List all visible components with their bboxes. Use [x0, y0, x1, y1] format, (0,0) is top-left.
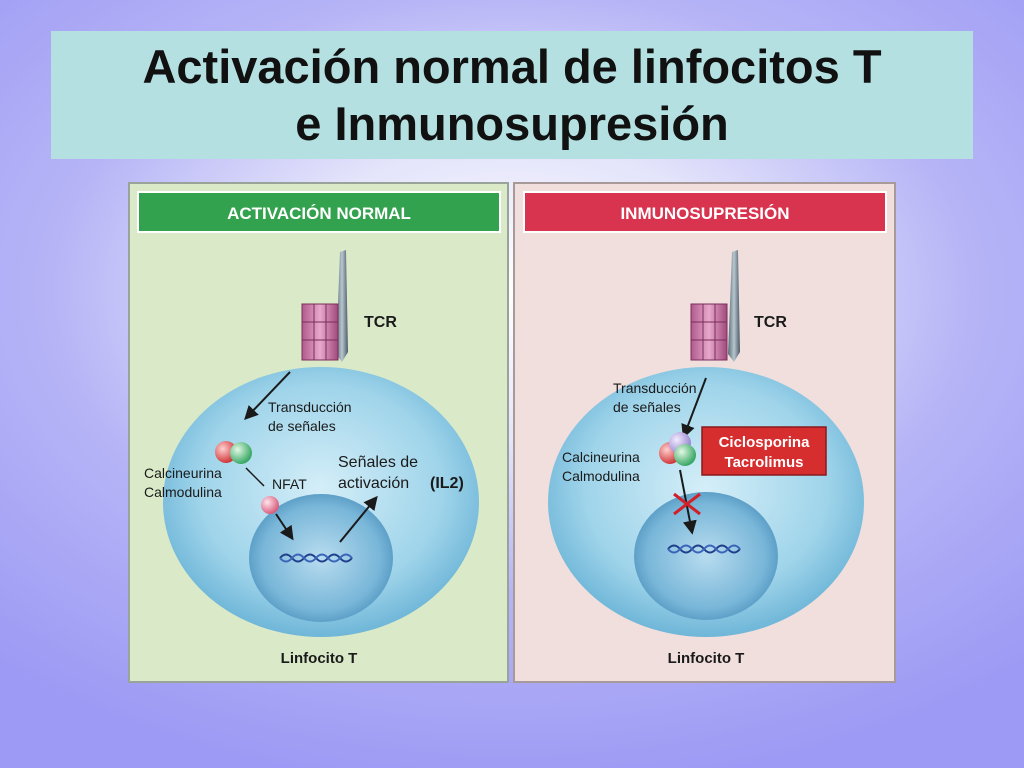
right-signal-arrow — [681, 377, 707, 439]
right-block-x-icon — [673, 492, 701, 516]
right-enzyme-label-1: Calcineurina — [562, 449, 640, 465]
right-tcr-icon — [690, 250, 740, 362]
right-drug-box — [701, 426, 827, 476]
right-dna-icon — [667, 544, 741, 554]
right-cell-label: Linfocito T — [668, 650, 745, 667]
right-panel-header — [523, 191, 887, 233]
left-activation-il2: (IL2) — [430, 475, 464, 492]
right-signal-label-2: de señales — [613, 399, 681, 415]
right-drug-label-1: Ciclosporina — [719, 434, 811, 451]
left-nfat-arrow — [275, 513, 294, 541]
left-signal-arrow — [244, 371, 291, 421]
left-nfat-sphere — [261, 496, 279, 514]
left-tcr-label: TCR — [364, 314, 397, 331]
left-enzyme-label-2: Calmodulina — [144, 484, 222, 500]
slide-title-line-1: Activación normal de linfocitos T — [142, 40, 882, 93]
right-enzyme-label-2: Calmodulina — [562, 468, 640, 484]
left-dna-icon — [279, 553, 353, 563]
right-signal-label-1: Transducción — [613, 380, 697, 396]
right-drug-label-2: Tacrolimus — [725, 454, 804, 471]
left-signal-label-2: de señales — [268, 418, 336, 434]
left-cell-label: Linfocito T — [281, 650, 358, 667]
left-signal-label-1: Transducción — [268, 399, 352, 415]
left-nfat-label: NFAT — [272, 476, 307, 492]
left-nfat-connector — [245, 467, 265, 487]
left-activation-arrow — [339, 495, 378, 543]
left-activation-label-1: Señales de — [338, 454, 418, 471]
left-enzyme-label-1: Calcineurina — [144, 465, 222, 481]
right-header-label: INMUNOSUPRESIÓN — [620, 204, 789, 223]
left-calmodulin-sphere — [230, 442, 252, 464]
left-panel: ACTIVACIÓN NORMAL TCR Transducción de se… — [128, 182, 509, 683]
lymphocyte-figure: ACTIVACIÓN NORMAL TCR Transducción de se… — [128, 182, 896, 684]
left-activation-label-2: activación — [338, 475, 409, 492]
right-calmodulin-sphere — [674, 444, 696, 466]
right-panel: INMUNOSUPRESIÓN TCR Transducción de seña… — [513, 182, 896, 683]
slide-title-line-2: e Inmunosupresión — [295, 97, 729, 150]
left-tcr-icon — [301, 250, 348, 362]
left-header-label: ACTIVACIÓN NORMAL — [227, 204, 411, 223]
right-blocked-arrow — [679, 469, 697, 535]
right-tcr-label: TCR — [754, 314, 787, 331]
slide-title-box: Activación normal de linfocitos T e Inmu… — [51, 31, 973, 159]
right-nucleus — [634, 492, 778, 620]
left-panel-header — [137, 191, 501, 233]
